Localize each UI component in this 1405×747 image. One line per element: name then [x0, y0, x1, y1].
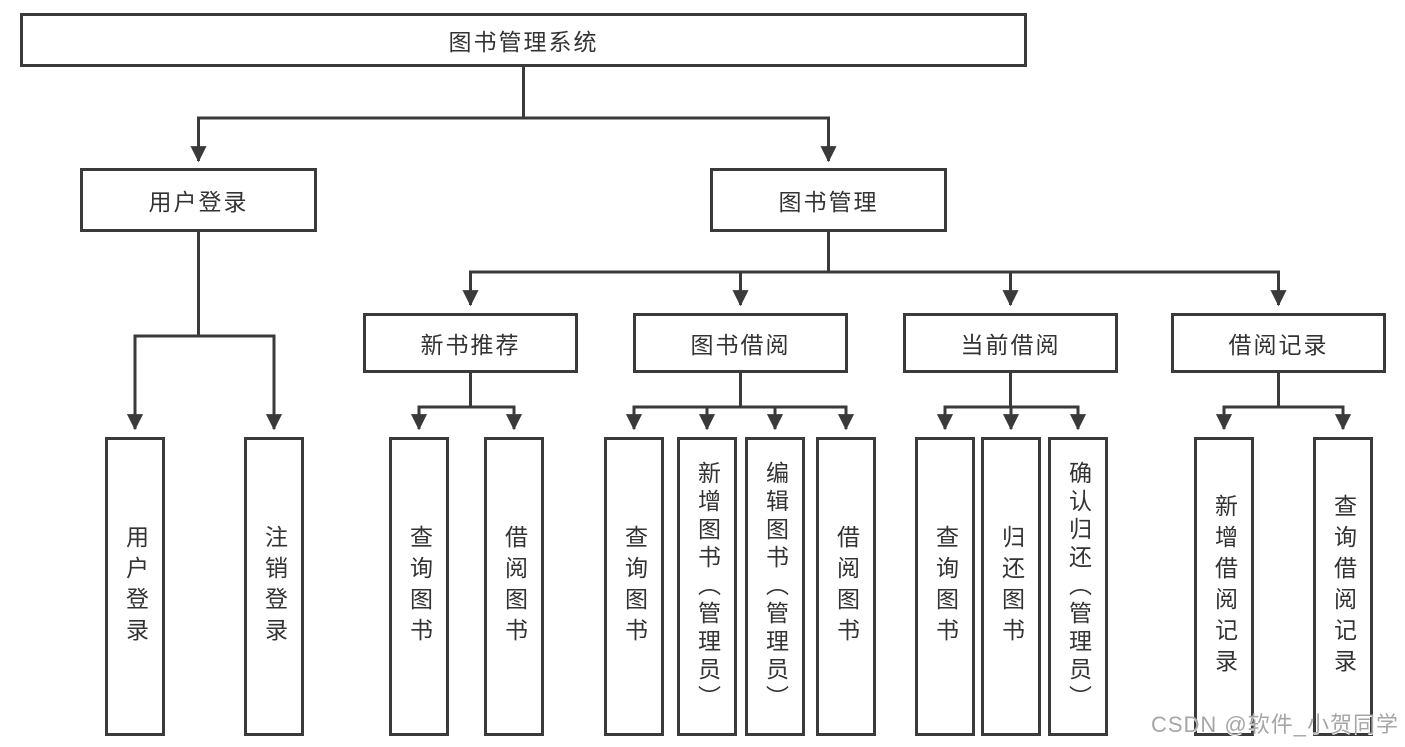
leaf-add-book-admin: 新增图书（管理员） [677, 437, 737, 736]
leaf-logout: 注销登录 [244, 437, 304, 736]
node-current-borrow: 当前借阅 [903, 313, 1118, 373]
leaf-add-borrow-record: 新增借阅记录 [1194, 437, 1254, 736]
node-book-borrow: 图书借阅 [633, 313, 848, 373]
leaf-label: 确认归还（管理员） [1065, 460, 1092, 713]
leaf-user-login: 用户登录 [105, 437, 165, 736]
leaf-query-borrow-record: 查询借阅记录 [1313, 437, 1373, 736]
leaf-edit-book-admin: 编辑图书（管理员） [745, 437, 805, 736]
node-root-library-management-system: 图书管理系统 [20, 13, 1027, 67]
leaf-query-books-borrow: 查询图书 [604, 437, 664, 736]
leaf-label: 查询图书 [406, 524, 433, 649]
leaf-borrow-books-recommend: 借阅图书 [484, 437, 544, 736]
leaf-label: 编辑图书（管理员） [762, 460, 789, 713]
leaf-label: 新增图书（管理员） [694, 460, 721, 713]
node-new-book-recommend: 新书推荐 [363, 313, 578, 373]
leaf-label: 借阅图书 [501, 524, 528, 649]
leaf-label: 新增借阅记录 [1211, 493, 1238, 680]
leaf-label: 查询图书 [621, 524, 648, 649]
leaf-label: 用户登录 [122, 524, 149, 649]
leaf-confirm-return-admin: 确认归还（管理员） [1048, 437, 1108, 736]
leaf-label: 查询借阅记录 [1330, 493, 1357, 680]
leaf-label: 注销登录 [261, 524, 288, 649]
leaf-label: 查询图书 [932, 524, 959, 649]
csdn-watermark: CSDN @软件_小贺同学 [1150, 712, 1399, 737]
node-borrow-records: 借阅记录 [1171, 313, 1386, 373]
leaf-query-books-recommend: 查询图书 [389, 437, 449, 736]
leaf-query-books-current: 查询图书 [915, 437, 975, 736]
node-user-login: 用户登录 [80, 168, 317, 232]
node-book-management: 图书管理 [710, 168, 947, 232]
leaf-return-book: 归还图书 [981, 437, 1041, 736]
leaf-borrow-books-borrow: 借阅图书 [816, 437, 876, 736]
leaf-label: 归还图书 [998, 524, 1025, 649]
leaf-label: 借阅图书 [833, 524, 860, 649]
